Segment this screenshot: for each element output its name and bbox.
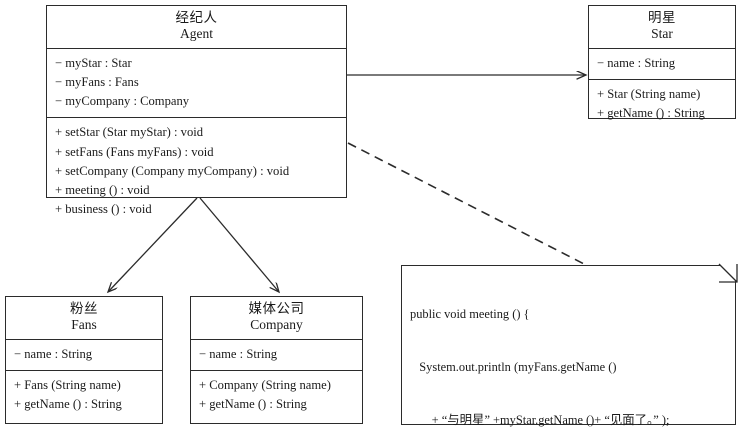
code-line: System.out.println (myFans.getName ()	[410, 360, 617, 375]
class-cn-name-star: 明星	[648, 10, 676, 25]
class-header-company: 媒体公司 Company	[191, 297, 362, 340]
operation-row: + business () : void	[55, 201, 152, 216]
operation-row: + setCompany (Company myCompany) : void	[55, 163, 290, 178]
code-line: + “与明星” +myStar.getName ()+ “见面了。” );	[410, 412, 670, 427]
code-line: public void meeting () {	[410, 307, 530, 322]
class-en-name-star: Star	[651, 26, 673, 42]
attribute-row: − myStar : Star	[55, 55, 132, 70]
class-box-agent[interactable]: 经纪人 Agent − myStar : Star − myFans : Fan…	[46, 5, 347, 216]
class-header-star: 明星 Star	[589, 6, 735, 49]
class-operations-star: + Star (String name) + getName () : Stri…	[589, 79, 735, 129]
class-box-fans[interactable]: 粉丝 Fans − name : String + Fans (String n…	[5, 296, 163, 424]
dog-ear-icon	[718, 263, 738, 283]
code-note-text: public void meeting () { System.out.prin…	[401, 265, 736, 434]
class-attributes-company: − name : String	[191, 340, 362, 370]
class-operations-company: + Company (String name) + getName () : S…	[191, 370, 362, 420]
class-cn-name-company: 媒体公司	[248, 301, 305, 316]
code-note-body	[401, 265, 736, 425]
operation-row: + Company (String name)	[199, 378, 331, 393]
class-box-company[interactable]: 媒体公司 Company − name : String + Company (…	[190, 296, 363, 424]
class-operations-fans: + Fans (String name) + getName () : Stri…	[6, 370, 162, 420]
link-agent-note	[347, 142, 589, 267]
code-note[interactable]: public void meeting () { System.out.prin…	[401, 263, 738, 427]
operation-row: + setFans (Fans myFans) : void	[55, 144, 214, 159]
operation-row: + meeting () : void	[55, 182, 150, 197]
code-note-fold-mask	[720, 264, 737, 281]
operation-row: + Star (String name)	[597, 87, 701, 102]
operation-row: + Fans (String name)	[14, 378, 121, 393]
class-en-name-company: Company	[250, 317, 303, 333]
attribute-row: − myFans : Fans	[55, 75, 139, 90]
attribute-row: − myCompany : Company	[55, 94, 190, 109]
class-box-star[interactable]: 明星 Star − name : String + Star (String n…	[588, 5, 736, 120]
class-attributes-agent: − myStar : Star − myFans : Fans − myComp…	[47, 49, 346, 117]
class-attributes-fans: − name : String	[6, 340, 162, 370]
class-cn-name-agent: 经纪人	[175, 10, 218, 25]
operation-row: + setStar (Star myStar) : void	[55, 125, 204, 140]
class-en-name-agent: Agent	[180, 26, 213, 42]
attribute-row: − name : String	[14, 346, 93, 361]
attribute-row: − name : String	[597, 55, 676, 70]
class-header-agent: 经纪人 Agent	[47, 6, 346, 49]
class-cn-name-fans: 粉丝	[70, 301, 98, 316]
class-en-name-fans: Fans	[71, 317, 97, 333]
class-header-fans: 粉丝 Fans	[6, 297, 162, 340]
class-attributes-star: − name : String	[589, 49, 735, 79]
class-operations-agent: + setStar (Star myStar) : void + setFans…	[47, 117, 346, 225]
operation-row: + getName () : String	[199, 397, 307, 412]
operation-row: + getName () : String	[597, 106, 705, 121]
operation-row: + getName () : String	[14, 397, 122, 412]
attribute-row: − name : String	[199, 346, 278, 361]
